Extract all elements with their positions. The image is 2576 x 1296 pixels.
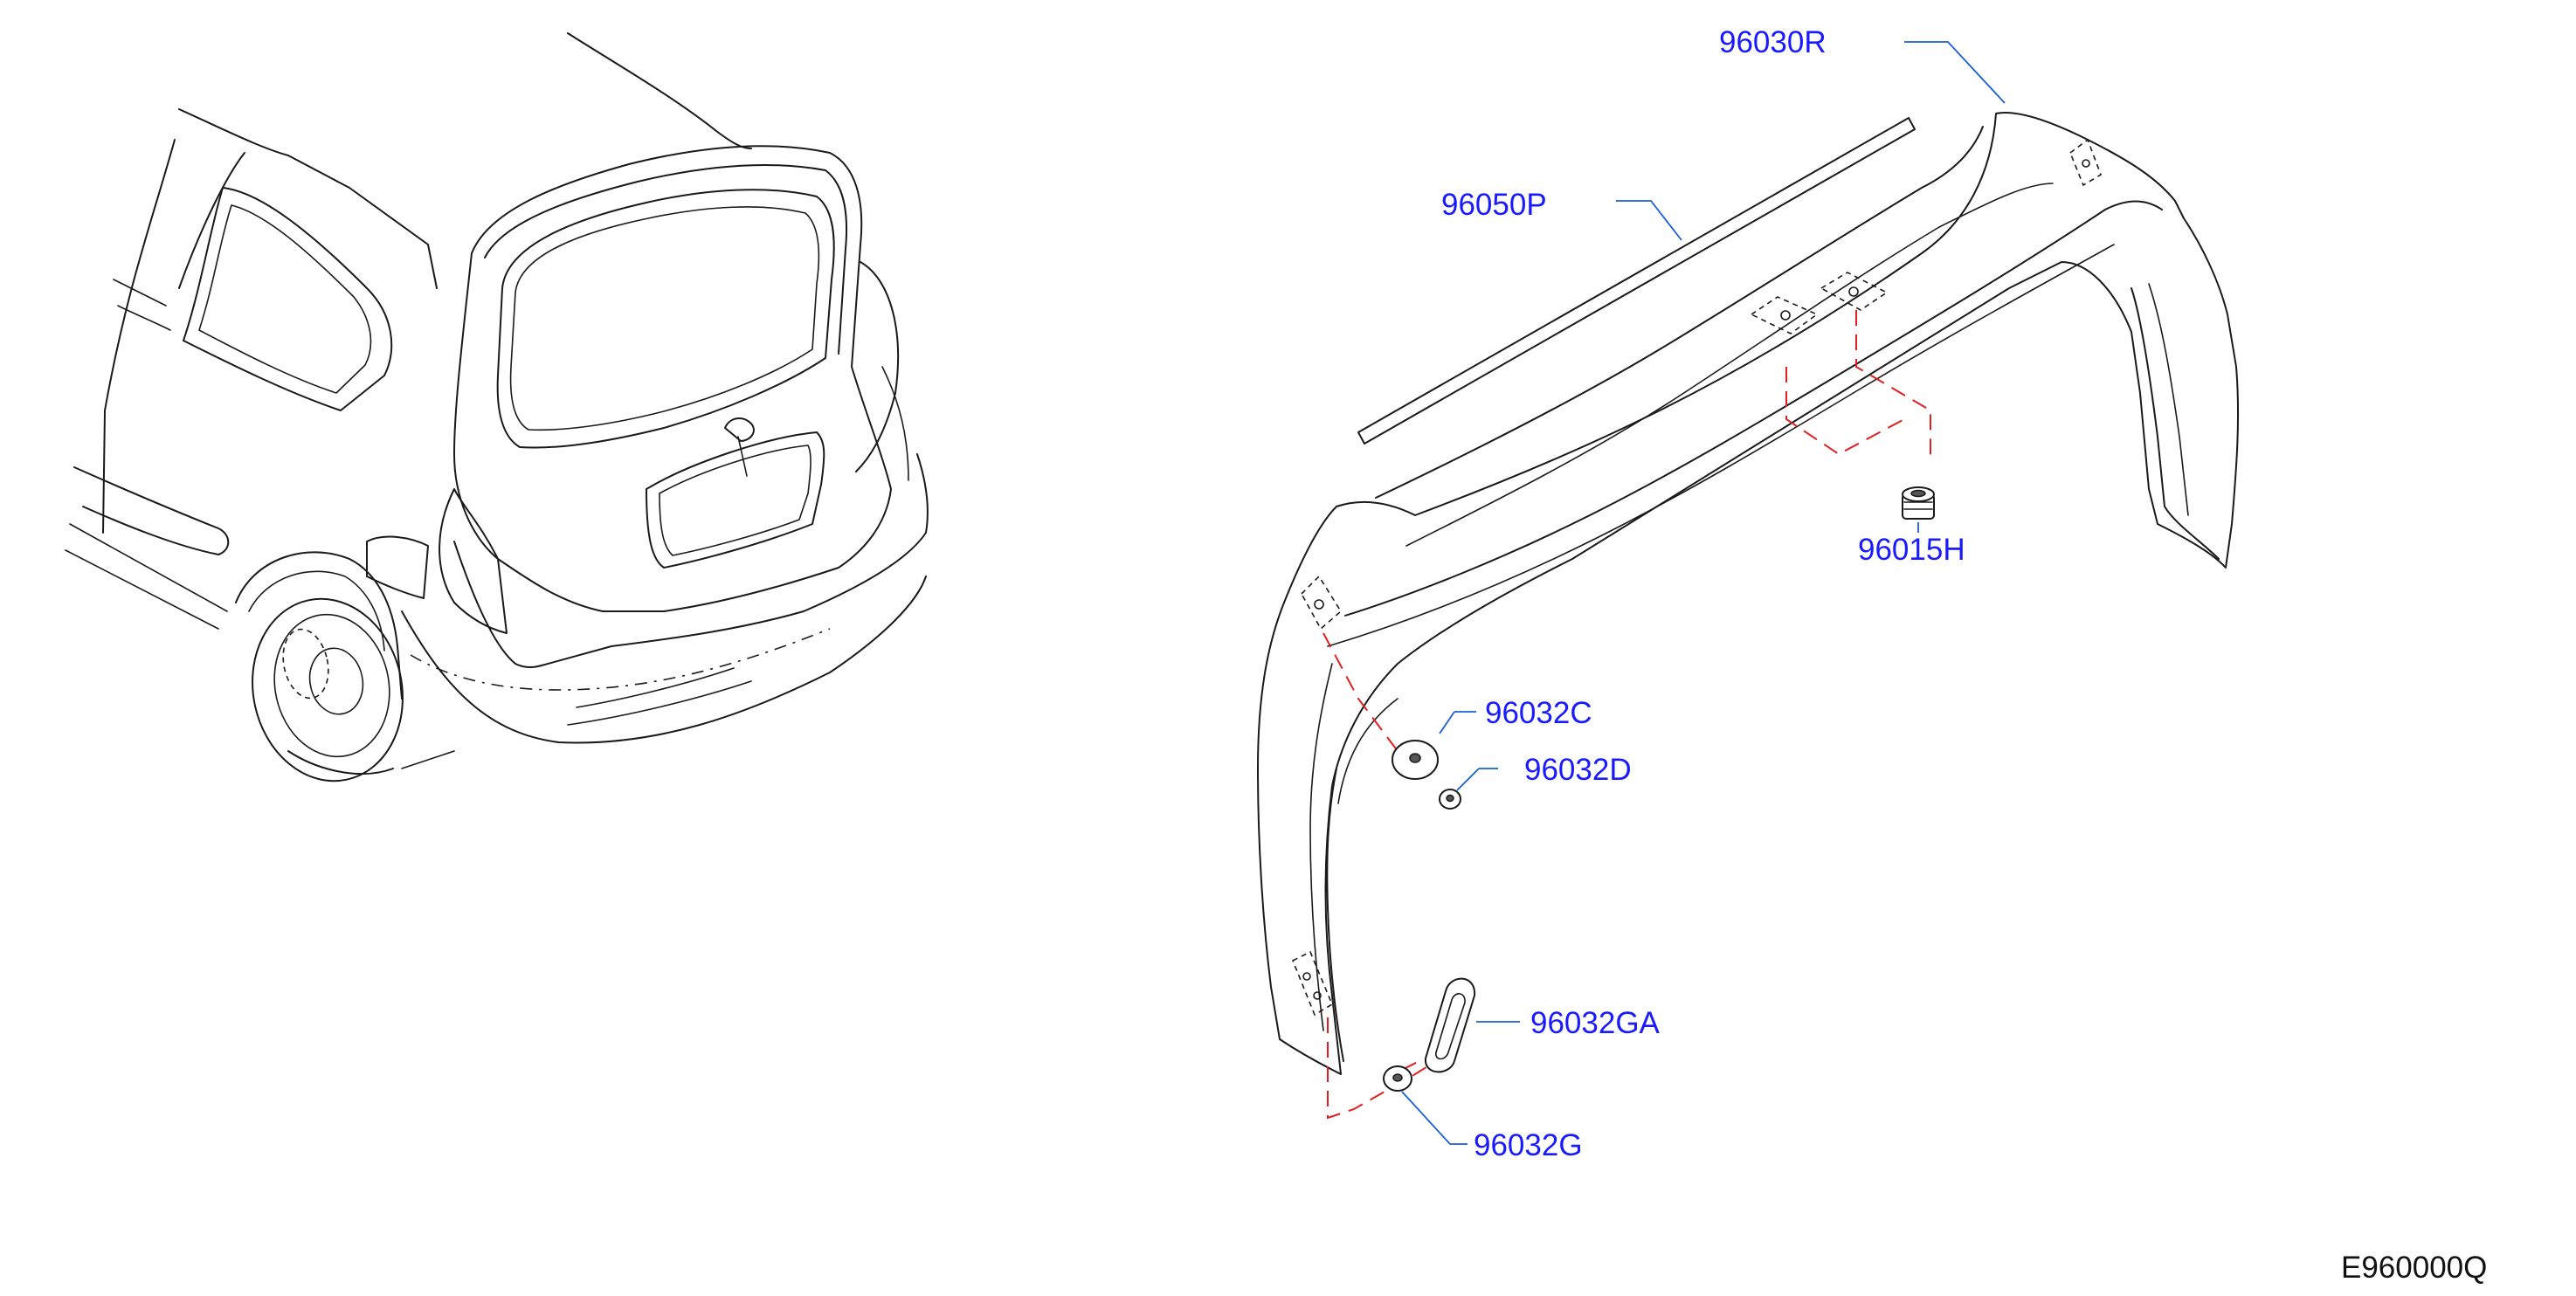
- clip-96015H: [1902, 486, 1935, 520]
- grommet-96032C: [1392, 740, 1439, 780]
- callout-96015H: 96015H: [1858, 533, 1965, 567]
- leader-lines: [1401, 41, 2006, 1145]
- callout-96032G: 96032G: [1474, 1128, 1583, 1162]
- nut-96032D: [1439, 789, 1461, 810]
- rear-spoiler-assembly: [1257, 112, 2240, 1120]
- callout-96032D: 96032D: [1524, 753, 1632, 787]
- diagram-code: E960000Q: [2341, 1251, 2487, 1285]
- vehicle-rear-view: [65, 32, 929, 782]
- callout-96032GA: 96032GA: [1530, 1006, 1661, 1040]
- callout-labels: 96030R 96050P 96015H 96032C 96032D 96032…: [1441, 25, 1965, 1162]
- plate-96032GA: [1424, 977, 1476, 1073]
- callout-96032C: 96032C: [1485, 696, 1592, 730]
- callout-96050P: 96050P: [1441, 188, 1547, 222]
- washer-96032G: [1383, 1065, 1412, 1092]
- callout-96030R: 96030R: [1719, 25, 1827, 59]
